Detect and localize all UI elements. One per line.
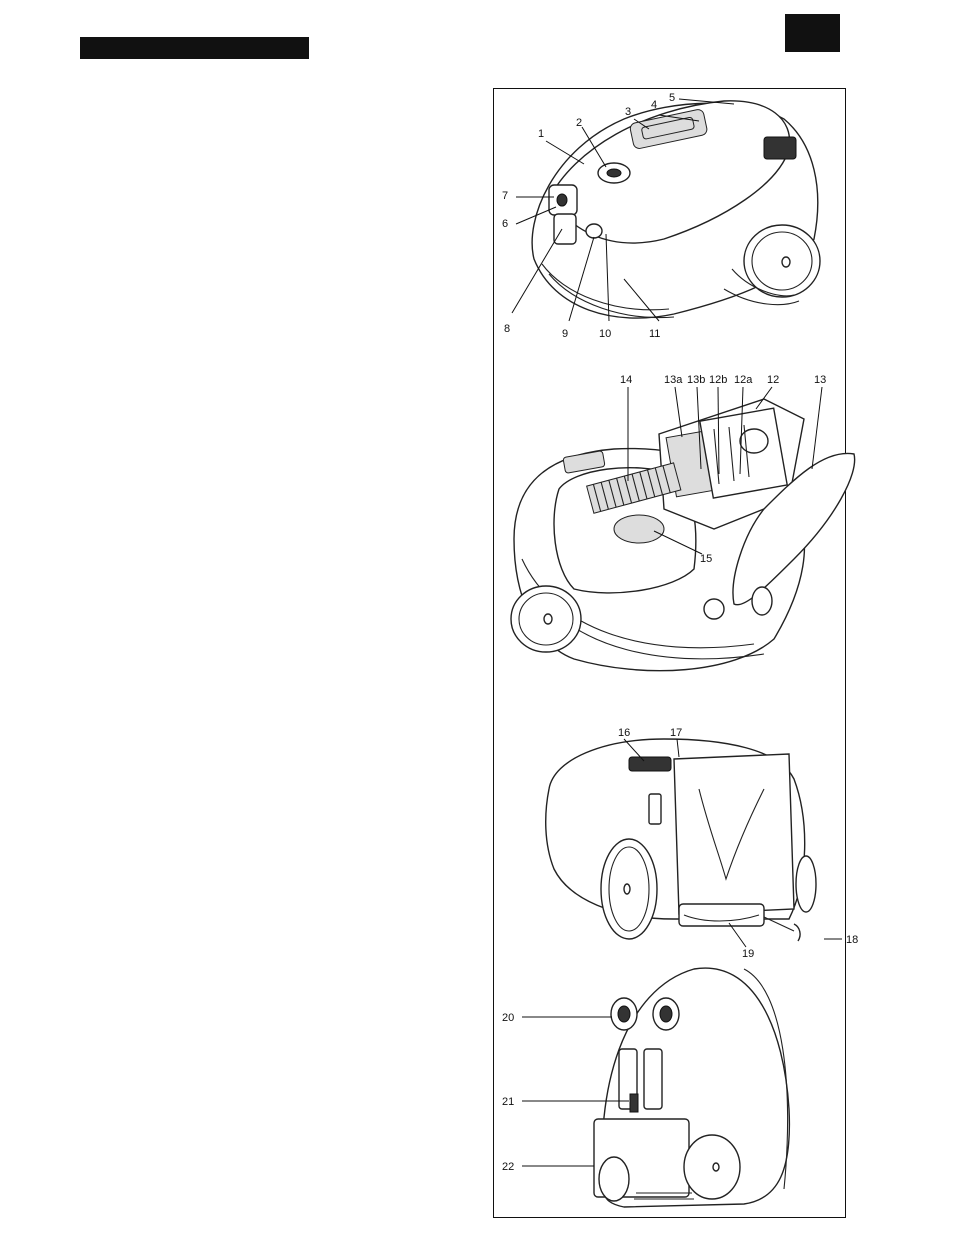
callout-5: 5 [669, 92, 675, 104]
callout-6: 6 [502, 218, 508, 230]
callout-13b: 13b [687, 374, 705, 386]
figure-rear-view [546, 739, 842, 947]
callout-13a: 13a [664, 374, 683, 386]
callout-14: 14 [620, 374, 632, 386]
callouts-bottom-view: 20 21 22 [502, 1012, 514, 1173]
callout-7: 7 [502, 190, 508, 202]
figure-bottom-view [522, 968, 789, 1207]
callout-12b: 12b [709, 374, 727, 386]
callout-8: 8 [504, 323, 510, 335]
callout-10: 10 [599, 328, 611, 340]
appliance-illustration: 1 2 3 4 5 7 6 8 9 10 11 [494, 89, 847, 1219]
callout-2: 2 [576, 117, 582, 129]
callout-13: 13 [814, 374, 826, 386]
callout-20: 20 [502, 1012, 514, 1024]
callout-15: 15 [700, 553, 712, 565]
callout-12: 12 [767, 374, 779, 386]
section-title-bar [80, 37, 309, 59]
callout-18: 18 [846, 934, 858, 946]
callout-16: 16 [618, 727, 630, 739]
callout-1: 1 [538, 128, 544, 140]
callout-22: 22 [502, 1161, 514, 1173]
callout-12a: 12a [734, 374, 753, 386]
callout-11: 11 [649, 328, 660, 340]
callout-3: 3 [625, 106, 631, 118]
callout-4: 4 [651, 99, 657, 111]
callout-21: 21 [502, 1096, 514, 1108]
callout-17: 17 [670, 727, 682, 739]
callout-19: 19 [742, 948, 754, 960]
figure-open-view [511, 387, 855, 671]
language-tab-block [785, 14, 840, 52]
callout-9: 9 [562, 328, 568, 340]
figure-frame: 1 2 3 4 5 7 6 8 9 10 11 [493, 88, 846, 1218]
figure-top-view [512, 99, 820, 321]
